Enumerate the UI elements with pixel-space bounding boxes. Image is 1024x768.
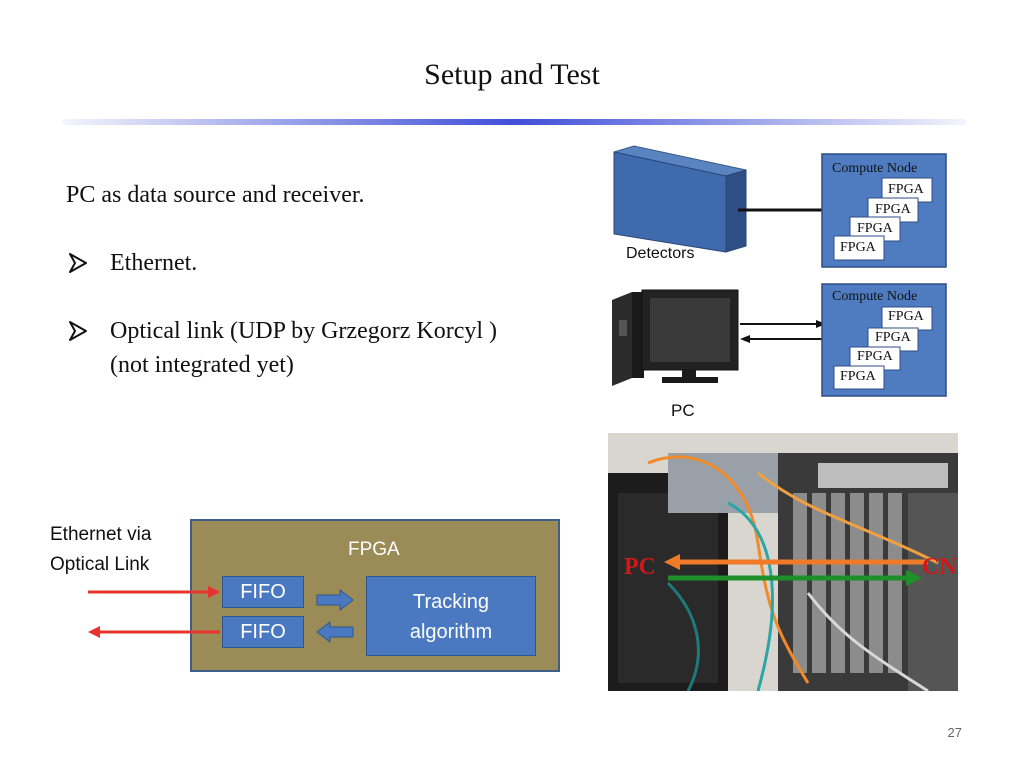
intro-text: PC as data source and receiver. — [66, 182, 365, 208]
fifo-output-block: FIFO — [222, 616, 304, 648]
fpga-card-label: FPGA — [857, 349, 893, 364]
detectors-label: Detectors — [626, 245, 695, 262]
fifo-input-block: FIFO — [222, 576, 304, 608]
right-block-arrow-icon — [316, 588, 354, 612]
lab-photo-graphic — [608, 433, 958, 691]
fpga-card-label: FPGA — [840, 240, 876, 255]
photo-cn-label: CN — [922, 554, 957, 580]
pc-diagram — [606, 280, 956, 400]
arrow-bullet-icon — [68, 316, 88, 346]
detectors-diagram-graphic — [613, 145, 947, 268]
ethernet-optical-label: Ethernet via Optical Link — [50, 520, 151, 580]
detectors-diagram — [606, 140, 956, 280]
tracking-label-line2: algorithm — [409, 621, 493, 643]
arrow-bullet-icon — [68, 248, 88, 278]
fpga-card-label: FPGA — [840, 369, 876, 384]
detector-box-icon — [613, 151, 727, 253]
slide-title: Setup and Test — [424, 58, 600, 91]
fpga-card-label: FPGA — [875, 330, 911, 345]
fpga-card-label: FPGA — [888, 309, 924, 324]
tracking-algorithm-block: Tracking algorithm — [366, 576, 536, 656]
title-divider — [62, 119, 967, 125]
bullet-ethernet: Ethernet. — [110, 250, 198, 276]
pc-label: PC — [671, 401, 695, 420]
fpga-card-label: FPGA — [857, 221, 893, 236]
lab-photo — [608, 433, 958, 691]
pc-diagram-graphic — [612, 283, 947, 397]
fpga-card-label: FPGA — [888, 182, 924, 197]
fpga-panel-title: FPGA — [348, 539, 400, 560]
output-red-arrow-icon — [86, 624, 222, 640]
bullet-optical-link: Optical link (UDP by Grzegorz Korcyl ) — [110, 318, 497, 344]
tracking-label-line1: Tracking — [413, 591, 489, 613]
input-red-arrow-icon — [86, 584, 222, 600]
ethernet-optical-label-line2: Optical Link — [50, 554, 150, 575]
bullet-continuation: (not integrated yet) — [110, 352, 294, 378]
fpga-card-label: FPGA — [875, 202, 911, 217]
photo-pc-label: PC — [624, 554, 656, 580]
left-block-arrow-icon — [316, 620, 354, 644]
compute-node-title: Compute Node — [832, 161, 918, 176]
page-number: 27 — [947, 725, 962, 740]
compute-node-title: Compute Node — [832, 289, 918, 304]
ethernet-optical-label-line1: Ethernet via — [50, 524, 152, 545]
